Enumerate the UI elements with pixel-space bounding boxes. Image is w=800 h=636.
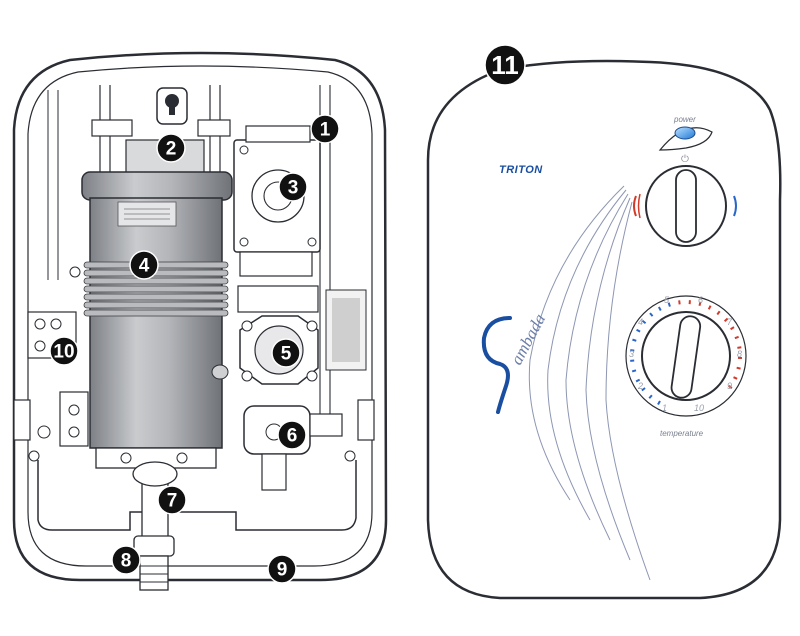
valve-assembly (233, 125, 321, 313)
dial-number: 5 (664, 295, 670, 305)
decorative-swoosh (528, 185, 651, 581)
temperature-tick (631, 369, 637, 373)
callout-2: 2 (156, 133, 186, 163)
callout-9: 9 (267, 554, 297, 584)
dial-number: 7 (727, 317, 733, 327)
temperature-tick (635, 378, 641, 383)
callout-number: 1 (320, 120, 331, 141)
callout-number: 7 (167, 491, 178, 512)
heater-rib (83, 309, 229, 317)
temperature-tick (723, 317, 729, 322)
callout-1: 1 (310, 114, 340, 144)
temperature-tick (648, 394, 653, 399)
dial-number: 2 (637, 381, 643, 391)
power-dial[interactable] (633, 165, 737, 247)
power-label: power (673, 115, 696, 124)
inner-tray (37, 460, 357, 531)
heater-rib (83, 277, 229, 285)
callout-number: 4 (139, 256, 150, 277)
rating-plate (325, 289, 367, 371)
temperature-tick (736, 366, 741, 370)
temperature-tick (707, 305, 712, 310)
temperature-label: temperature (660, 429, 704, 438)
callout-7: 7 (157, 485, 187, 515)
temperature-dial[interactable] (625, 295, 747, 417)
callout-number: 10 (53, 342, 74, 363)
dial-number: 3 (629, 349, 634, 359)
callout-number: 8 (121, 551, 132, 572)
callout-markers: 1 2 3 4 5 6 7 8 9 10 11 (49, 44, 526, 584)
dial-number: 4 (638, 317, 643, 327)
temperature-tick (737, 346, 742, 349)
cover-view: TRITON power ⏻ 1 2 3 4 5 6 7 8 (426, 59, 782, 600)
temperature-tick (641, 319, 647, 325)
callout-number: 2 (166, 139, 177, 160)
backplate-inner-rim (27, 65, 373, 567)
dial-number: 8 (737, 349, 742, 359)
earth-terminal (37, 391, 89, 447)
temperature-tick (649, 312, 654, 317)
callout-number: 11 (491, 50, 519, 80)
brand-name: TRITON (499, 164, 543, 176)
temperature-tick (636, 328, 641, 333)
callout-6: 6 (277, 420, 307, 450)
callout-number: 3 (288, 178, 299, 199)
callout-4: 4 (129, 250, 159, 280)
temperature-tick (698, 301, 702, 307)
callout-number: 6 (287, 426, 298, 447)
power-button[interactable] (658, 126, 713, 151)
temperature-tick (667, 302, 671, 307)
heater-rib (83, 293, 229, 301)
temperature-tick (641, 387, 646, 392)
dial-number: 6 (698, 295, 703, 305)
heater-tank (69, 171, 233, 469)
callout-number: 9 (277, 560, 288, 581)
power-indicator-icon (674, 126, 696, 140)
callout-10: 10 (49, 336, 79, 366)
temperature-tick (734, 335, 739, 340)
power-symbol-icon: ⏻ (681, 154, 689, 165)
temperature-tick (733, 376, 738, 380)
heater-rib (83, 301, 229, 309)
keyhole-mount (156, 87, 188, 125)
heater-rib (83, 285, 229, 293)
temperature-tick (657, 400, 661, 405)
callout-8: 8 (111, 545, 141, 575)
callout-11: 11 (484, 44, 526, 86)
callout-5: 5 (271, 338, 301, 368)
dial-number: 10 (694, 403, 704, 413)
temperature-tick (632, 338, 637, 342)
temperature-tick (716, 310, 721, 316)
dial-number: 9 (727, 381, 732, 391)
callout-number: 5 (281, 344, 292, 365)
dial-number: 1 (662, 403, 667, 413)
temperature-tick (730, 326, 735, 331)
callout-3: 3 (278, 172, 308, 202)
temperature-ticks (630, 300, 743, 405)
temperature-tick (728, 385, 733, 389)
temperature-tick (657, 306, 662, 312)
